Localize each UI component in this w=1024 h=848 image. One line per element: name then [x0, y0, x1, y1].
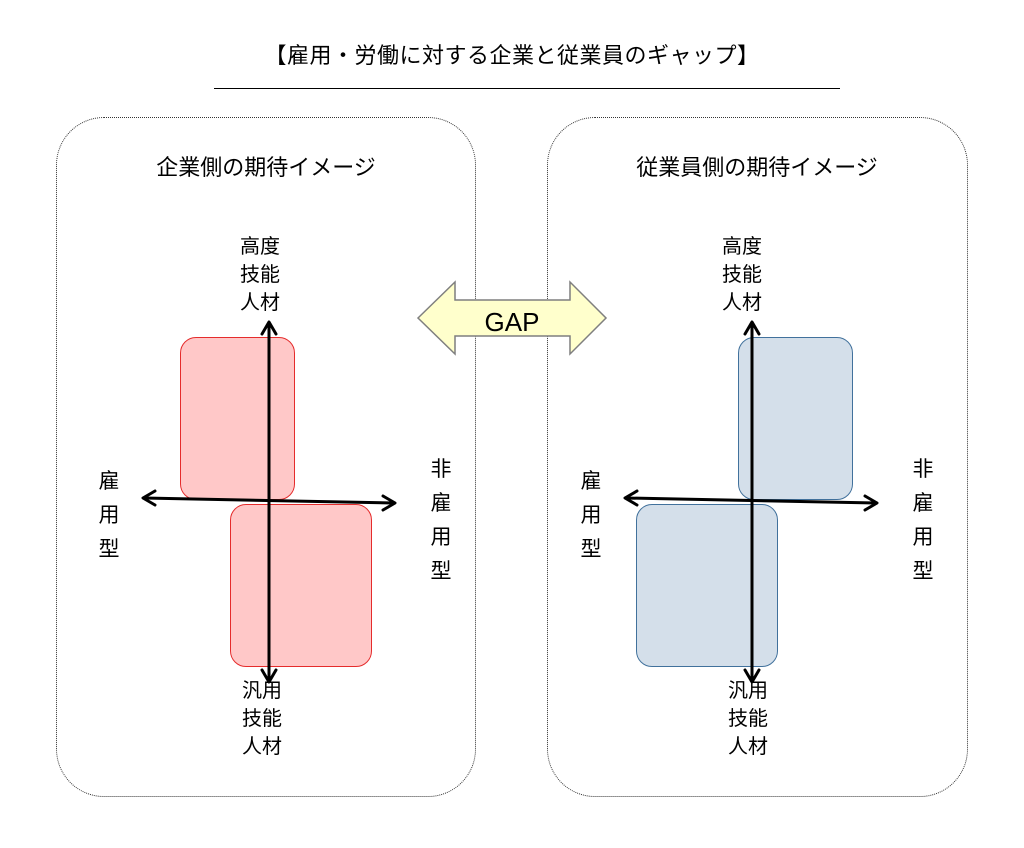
employee-panel-heading: 従業員側の期待イメージ: [636, 156, 878, 181]
gap-double-arrow: [416, 280, 608, 356]
company-bottom-axis-label: 汎用 技能 人材: [242, 678, 282, 758]
employee-high-skill-nonemployment-box: [738, 337, 853, 500]
company-horizontal-axis: [141, 489, 397, 512]
employee-expectation-panel: [547, 117, 968, 797]
company-panel-heading: 企業側の期待イメージ: [156, 156, 376, 181]
employee-right-axis-label: 非 雇 用 型: [912, 457, 934, 583]
employee-left-axis-label: 雇 用 型: [580, 469, 602, 561]
company-high-skill-employment-box: [180, 337, 295, 500]
company-top-axis-label: 高度 技能 人材: [240, 234, 280, 314]
company-general-skill-nonemployment-box: [230, 504, 372, 667]
company-left-axis-label: 雇 用 型: [98, 469, 120, 561]
employee-bottom-axis-label: 汎用 技能 人材: [728, 678, 768, 758]
title-underline: [214, 88, 840, 89]
company-expectation-panel: [56, 117, 476, 797]
page-title: 【雇用・労働に対する企業と従業員のギャップ】: [264, 44, 760, 69]
employee-horizontal-axis: [623, 489, 879, 512]
company-right-axis-label: 非 雇 用 型: [430, 457, 452, 583]
employee-top-axis-label: 高度 技能 人材: [722, 234, 762, 314]
gap-label: GAP: [484, 307, 540, 337]
employee-general-skill-employment-box: [636, 504, 778, 667]
